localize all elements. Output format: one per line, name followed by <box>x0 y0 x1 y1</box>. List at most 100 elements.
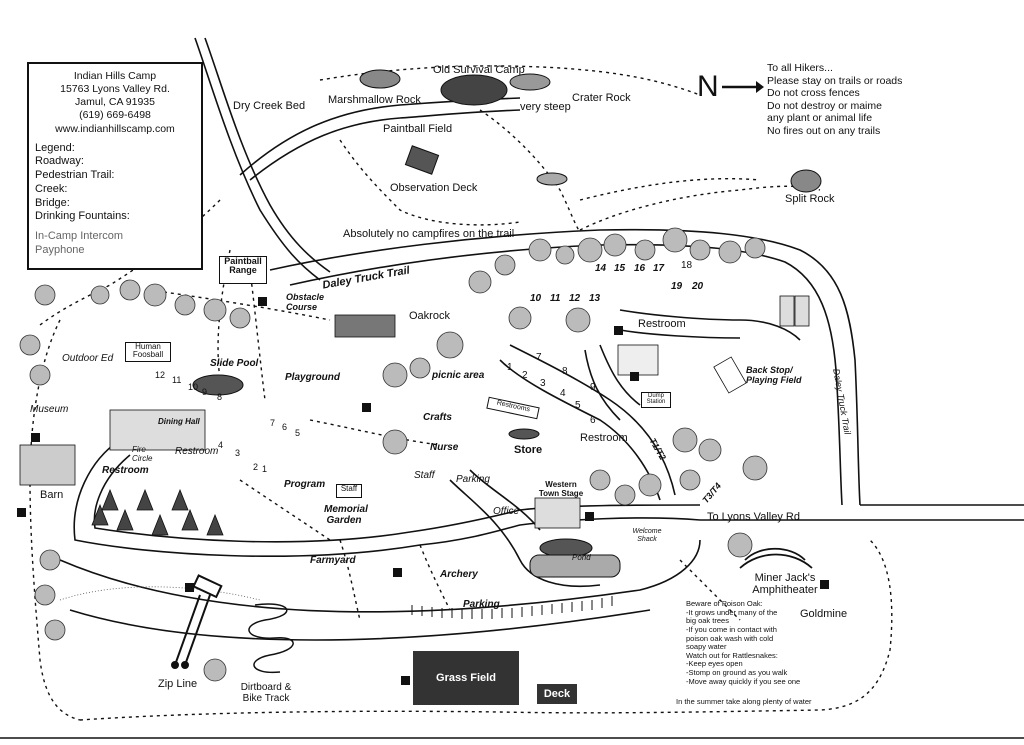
site-number: 16 <box>634 263 646 274</box>
site-number: 6 <box>282 422 288 432</box>
site-number: 7 <box>536 352 542 363</box>
label-paintball-range: Paintball Range <box>219 256 267 284</box>
site-number: 14 <box>595 263 607 274</box>
safety-notes: Beware of Poison Oak: -It grows under ma… <box>686 599 836 686</box>
label-dining-hall: Dining Hall <box>158 417 200 426</box>
label-store: Store <box>514 444 543 456</box>
site-number: 8 <box>562 366 568 377</box>
teepees <box>91 488 224 536</box>
safety-note-line: soapy water <box>686 642 727 652</box>
split-rock <box>790 169 822 193</box>
label-parking-north: Parking <box>456 474 490 485</box>
slide-pool <box>192 374 244 396</box>
water-note: In the summer take along plenty of water <box>676 697 812 706</box>
safety-note-line: -Keep eyes open <box>686 659 743 669</box>
label-human-foosball: Human Foosball <box>125 342 171 362</box>
label-nurse: Nurse <box>430 442 459 453</box>
label-deck: Deck <box>543 688 571 700</box>
marshmallow-rock <box>359 69 401 89</box>
site-number: 10 <box>530 293 542 304</box>
crater-rock <box>509 73 551 91</box>
label-staff-sign: Staff <box>336 484 362 498</box>
hiker-rule: No fires out on any trails <box>767 124 881 137</box>
label-split-rock: Split Rock <box>785 193 835 205</box>
camp-city: Jamul, CA 91935 <box>75 96 155 109</box>
label-dump-station: Dump Station <box>641 392 671 408</box>
site-number: 3 <box>235 448 241 458</box>
site-number: 10 <box>188 382 199 392</box>
label-crater-rock: Crater Rock <box>572 92 631 104</box>
hiker-rule: Do not cross fences <box>767 87 860 100</box>
label-grass-field: Grass Field <box>436 672 496 684</box>
site-number: 1 <box>507 362 513 373</box>
hiker-rules-title: To all Hikers... <box>767 62 833 74</box>
camp-web[interactable]: www.indianhillscamp.com <box>55 122 175 135</box>
label-archery: Archery <box>440 569 478 580</box>
legend-trail: Pedestrian Trail: <box>35 169 115 182</box>
site-number: 2 <box>253 462 259 472</box>
site-number: 11 <box>550 293 561 304</box>
site-number: 11 <box>172 375 182 385</box>
camp-phone: (619) 669-6498 <box>79 109 151 122</box>
label-goldmine: Goldmine <box>800 608 848 620</box>
label-obstacle-course: Obstacle Course <box>286 292 325 312</box>
site-number: 12 <box>569 293 581 304</box>
label-no-campfires: Absolutely no campfires on the trail <box>343 228 515 240</box>
legend-title: Legend: <box>35 141 75 154</box>
label-restroom-mid: Restroom <box>580 432 628 444</box>
safety-note-line: poison oak wash with cold <box>686 633 774 643</box>
label-to-lyons-valley-rd: To Lyons Valley Rd <box>707 511 800 523</box>
safety-note-line: -If you come in contact with <box>686 624 777 634</box>
site-number: 9 <box>202 387 208 397</box>
creek <box>59 586 261 601</box>
camp-street: 15763 Lyons Valley Rd. <box>60 83 170 96</box>
label-picnic-area: picnic area <box>432 370 485 381</box>
label-dirtboard-bike-track: Dirtboard & Bike Track <box>240 682 292 704</box>
site-number: 18 <box>681 260 693 271</box>
safety-note-line: Watch out for Rattlesnakes: <box>686 650 778 660</box>
label-office: Office <box>493 506 520 517</box>
label-museum: Museum <box>30 404 69 415</box>
label-welcome-shack: Welcome Shack <box>632 528 662 543</box>
label-memorial-garden: Memorial Garden <box>324 504 368 526</box>
label-playground: Playground <box>285 372 341 383</box>
legend-roadway: Roadway: <box>35 155 84 168</box>
safety-note-line: Beware of Poison Oak: <box>686 599 763 608</box>
legend-fountains: Drinking Fountains: <box>35 210 130 223</box>
label-parking-south: Parking <box>463 599 500 610</box>
camp-info-box: Indian Hills Camp 15763 Lyons Valley Rd.… <box>27 62 203 270</box>
label-crafts: Crafts <box>423 412 452 423</box>
site-number: 13 <box>589 293 601 304</box>
old-survival-camp-area <box>440 74 508 106</box>
site-number: 3 <box>540 378 546 389</box>
label-program: Program <box>284 479 326 490</box>
site-number: 15 <box>614 263 626 274</box>
observation-rock <box>536 172 568 186</box>
site-number: 4 <box>560 388 566 399</box>
safety-note-line: big oak trees <box>686 616 729 626</box>
label-dry-creek-bed: Dry Creek Bed <box>233 100 306 112</box>
site-number: 2 <box>522 370 528 381</box>
label-outdoor-ed: Outdoor Ed <box>62 353 114 364</box>
site-number: 5 <box>295 428 301 438</box>
label-back-stop: Back Stop/ Playing Field <box>746 365 802 385</box>
site-number: 4 <box>218 440 224 450</box>
buildings <box>19 295 810 529</box>
site-number: 8 <box>217 392 223 402</box>
safety-note-line: -Move away quickly if you see one <box>686 676 801 686</box>
trees <box>19 227 768 682</box>
label-pond: Pond <box>572 553 591 562</box>
hiker-rule: any plant or animal life <box>767 112 873 125</box>
store-pool <box>508 428 540 440</box>
observation-deck <box>404 145 440 175</box>
north-arrow-icon <box>722 81 764 93</box>
label-very-steep: very steep <box>520 101 571 113</box>
north-label: N <box>697 70 719 103</box>
legend-intercom: In-Camp Intercom <box>35 230 124 243</box>
label-restroom-ne: Restroom <box>638 318 686 330</box>
hiker-rule: Do not destroy or maime <box>767 99 882 112</box>
label-fire-circle: Fire Circle <box>132 445 153 463</box>
hiker-rules: To all Hikers... Please stay on trails o… <box>767 62 902 138</box>
site-number: 9 <box>590 382 596 393</box>
